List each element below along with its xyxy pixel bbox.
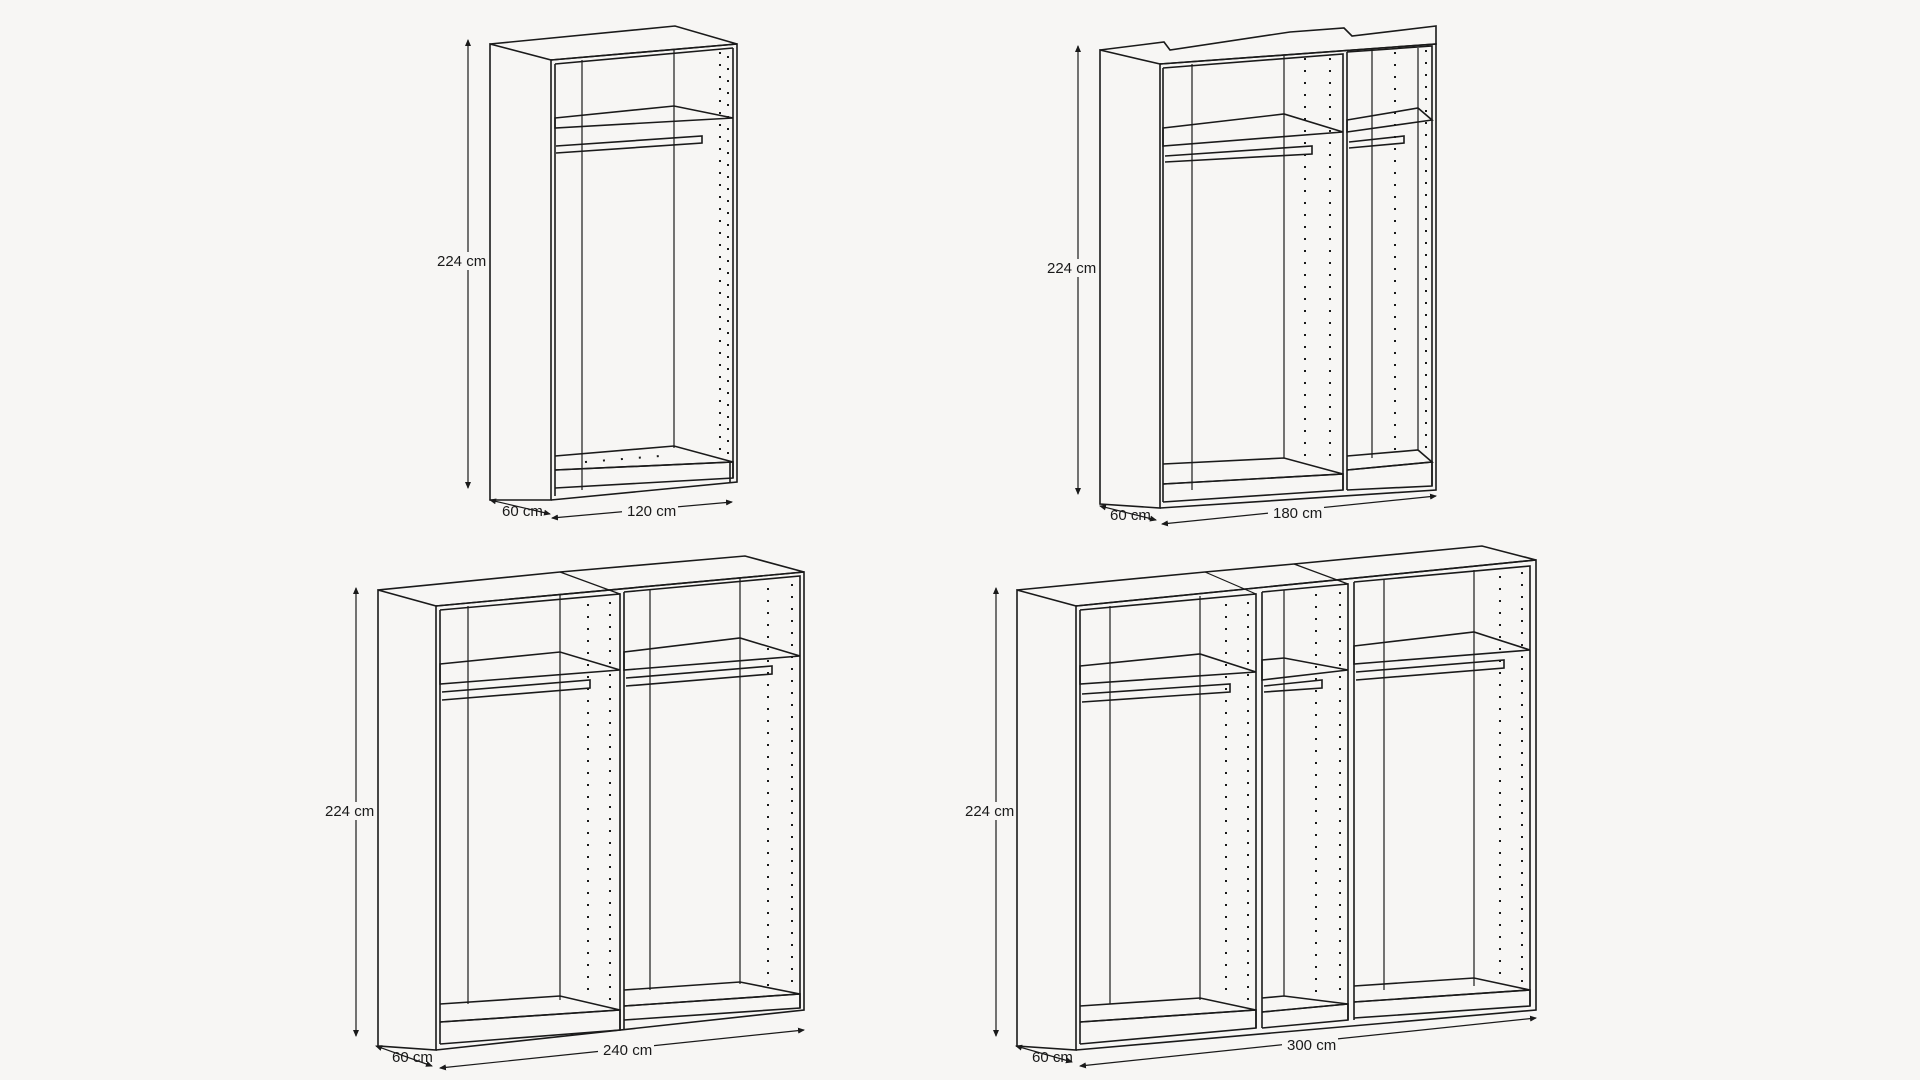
wardrobe-300	[1016, 545, 1537, 1051]
depth-label-240: 60 cm	[392, 1049, 433, 1066]
width-label-300: 300 cm	[1287, 1037, 1336, 1054]
label-bg	[598, 1040, 654, 1058]
label-bg	[322, 802, 376, 820]
top-shelf	[1346, 107, 1434, 133]
width-label-240: 240 cm	[603, 1042, 652, 1059]
top-shelf	[439, 651, 621, 685]
depth-label-180: 60 cm	[1110, 507, 1151, 524]
carcass-outline	[1099, 48, 1161, 509]
depth-label-300: 60 cm	[1032, 1049, 1073, 1066]
hanging-rod	[1164, 145, 1313, 163]
height-label-240: 224 cm	[325, 803, 374, 820]
top-shelf	[1079, 653, 1257, 685]
hanging-rod	[441, 679, 591, 701]
label-bg	[1282, 1036, 1338, 1054]
width-label-120: 120 cm	[627, 503, 676, 520]
wardrobe-240	[377, 555, 805, 1051]
width-label-180: 180 cm	[1273, 505, 1322, 522]
label-bg	[622, 501, 678, 519]
hanging-rod	[1263, 679, 1323, 693]
carcass-outline	[1016, 588, 1077, 1051]
depth-label-120: 60 cm	[502, 503, 543, 520]
hanging-rod	[1355, 659, 1505, 681]
carcass-outline	[489, 42, 552, 501]
height-label-120: 224 cm	[437, 253, 486, 270]
wardrobe-120	[489, 25, 738, 501]
carcass-outline	[377, 588, 437, 1051]
dimensions-120	[465, 39, 733, 521]
hanging-rod	[625, 665, 773, 687]
hanging-rod	[555, 135, 703, 154]
top-shelf	[1162, 113, 1344, 147]
top-shelf	[623, 637, 801, 671]
wardrobe-180	[1099, 25, 1437, 509]
top-shelf	[1353, 631, 1531, 665]
label-bg	[962, 802, 1016, 820]
hanging-rod	[1081, 683, 1231, 703]
label-bg	[434, 252, 488, 270]
label-bg	[1044, 259, 1098, 277]
hanging-rod	[1348, 135, 1405, 149]
top-shelf	[554, 105, 734, 129]
height-label-180: 224 cm	[1047, 260, 1096, 277]
label-bg	[1268, 503, 1324, 521]
height-label-300: 224 cm	[965, 803, 1014, 820]
dimensions-240	[353, 587, 805, 1071]
top-shelf	[1261, 657, 1349, 681]
